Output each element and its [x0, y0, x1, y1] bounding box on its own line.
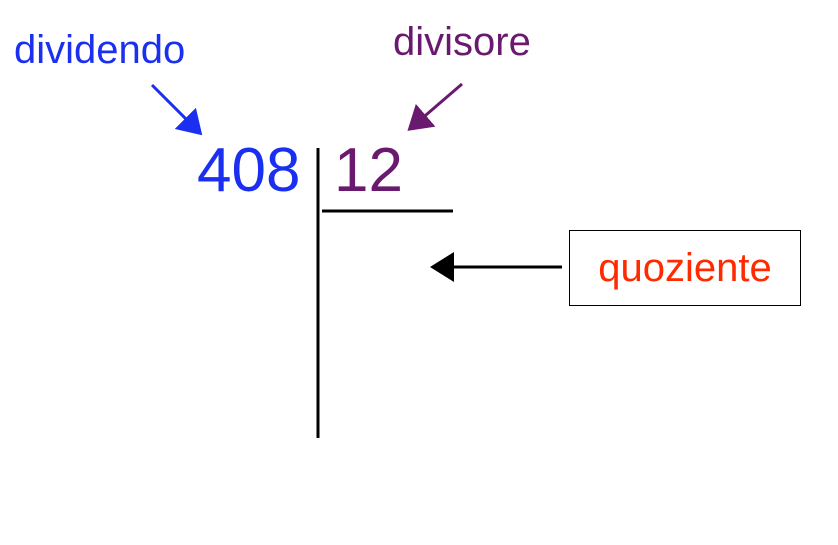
dividend-label: dividendo — [14, 28, 186, 72]
divisor-label: divisore — [393, 20, 531, 64]
dividend-value: 408 — [197, 136, 301, 205]
divisor-value: 12 — [334, 136, 403, 205]
divisor-arrow — [407, 82, 463, 131]
quotient-label: quoziente — [598, 246, 772, 290]
dividend-arrow — [150, 83, 203, 136]
quotient-box: quoziente — [569, 230, 801, 306]
